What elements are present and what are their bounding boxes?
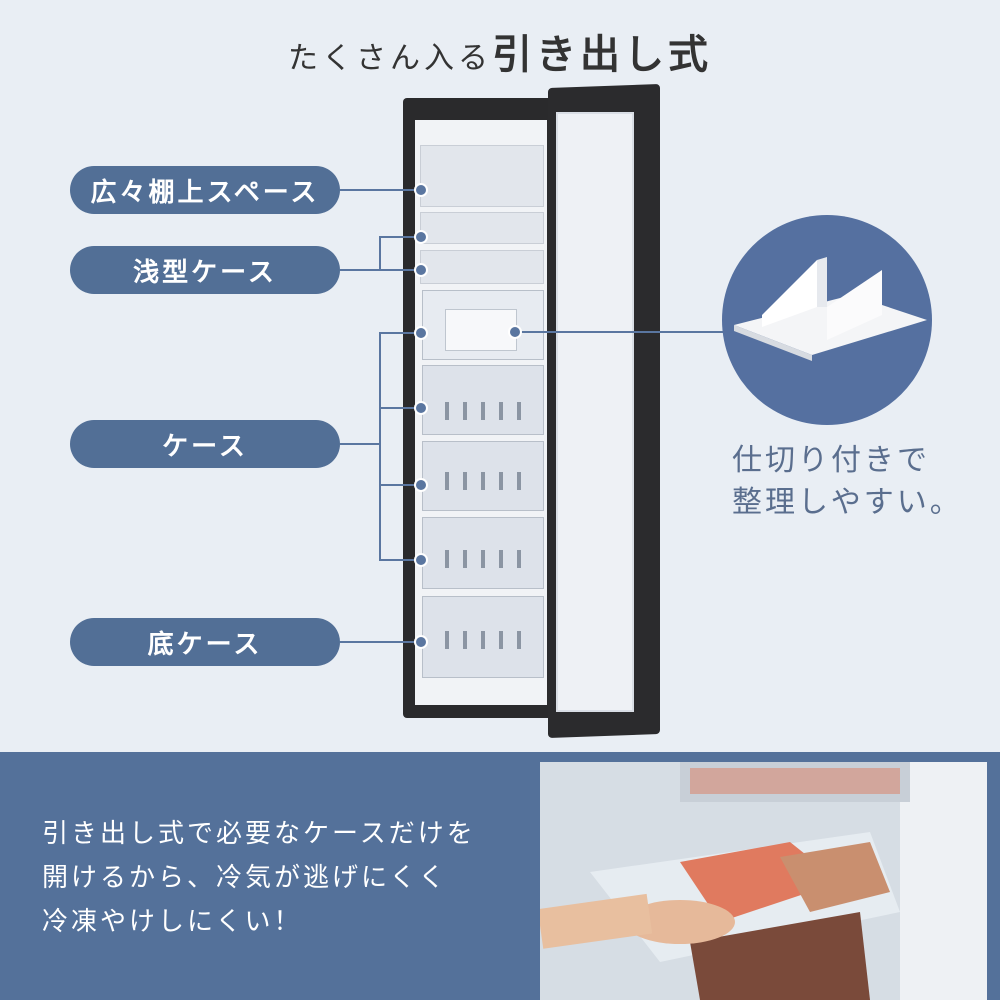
bottom-description: 引き出し式で必要なケースだけを 開けるから、冷気が逃げにくく 冷凍やけしにくい！: [42, 812, 476, 944]
connector-shallow-h2: [379, 269, 420, 271]
drawer-photo: [540, 762, 987, 1000]
label-case: ケース: [70, 420, 340, 468]
page-title: たくさん入る引き出し式: [0, 22, 1000, 80]
title-emphasis: 引き出し式: [492, 32, 712, 78]
bottom-text-line3: 冷凍やけしにくい！: [42, 907, 303, 937]
drawer-photo-illustration: [540, 762, 987, 1000]
label-top-shelf: 広々棚上スペース: [70, 166, 340, 214]
dot-case-4: [414, 553, 428, 567]
bottom-text-line2: 開けるから、冷気が逃げにくく: [42, 863, 448, 893]
dot-shallow-2: [414, 263, 428, 277]
dot-shallow-1: [414, 230, 428, 244]
label-bottom-case: 底ケース: [70, 618, 340, 666]
connector-shallow-h1: [379, 236, 420, 238]
connector-case-h3: [379, 484, 420, 486]
connector-shallow-v: [379, 236, 381, 271]
connector-case-v: [379, 332, 381, 560]
dot-case-2: [414, 401, 428, 415]
connector-shallow: [340, 269, 380, 271]
dot-case-3: [414, 478, 428, 492]
divider-illustration: [734, 257, 927, 361]
connector-case: [340, 443, 380, 445]
freezer-door-inner: [556, 112, 634, 712]
dot-bottom-case: [414, 635, 428, 649]
divider-note: 仕切り付きで 整理しやすい。: [732, 440, 963, 524]
top-shelf-space: [420, 145, 544, 207]
divider-zoom-circle: [722, 215, 932, 425]
connector-divider: [514, 331, 724, 333]
title-prefix: たくさん入る: [288, 41, 492, 76]
label-shallow-case: 浅型ケース: [70, 246, 340, 294]
connector-case-h1: [379, 332, 420, 334]
case-drawer-3: [422, 517, 544, 589]
divider-note-line1: 仕切り付きで: [732, 443, 930, 478]
dot-top-shelf: [414, 183, 428, 197]
bottom-text-line1: 引き出し式で必要なケースだけを: [42, 819, 476, 849]
case-drawer-1: [422, 365, 544, 435]
divider-note-line2: 整理しやすい。: [732, 485, 963, 520]
case-with-divider: [422, 290, 544, 360]
bottom-case-drawer: [422, 596, 544, 678]
shallow-case-2: [420, 250, 544, 284]
divider-piece: [445, 309, 517, 351]
connector-case-h2: [379, 407, 420, 409]
dot-divider: [508, 325, 522, 339]
connector-case-h4: [379, 559, 420, 561]
shallow-case-1: [420, 212, 544, 244]
connector-top-shelf: [340, 189, 420, 191]
case-drawer-2: [422, 441, 544, 511]
dot-case-1: [414, 326, 428, 340]
connector-bottom-case: [340, 641, 420, 643]
